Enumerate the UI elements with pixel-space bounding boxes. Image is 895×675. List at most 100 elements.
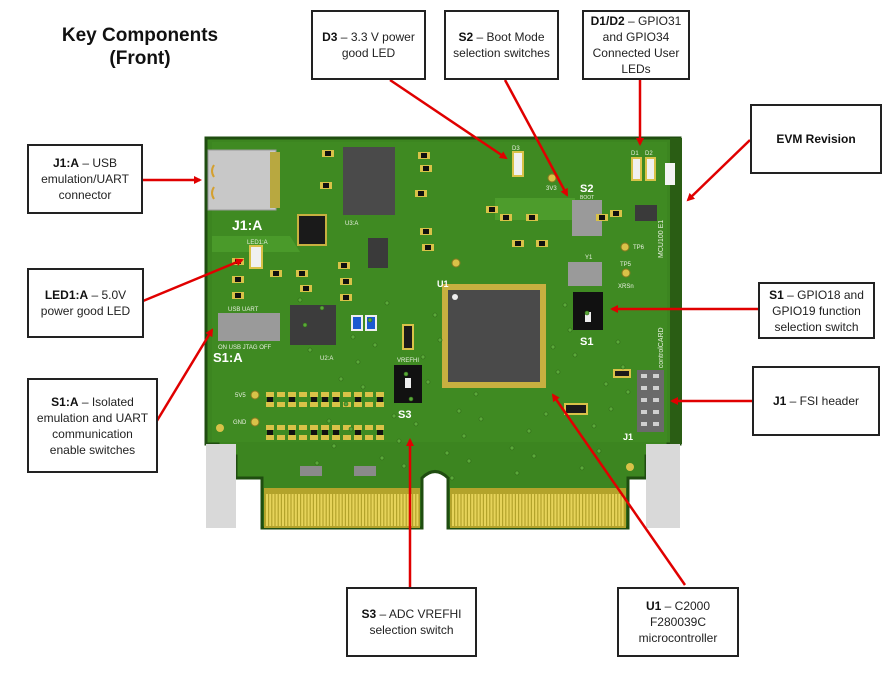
via xyxy=(550,344,556,350)
via xyxy=(360,384,366,390)
edge-finger xyxy=(416,494,419,526)
title-line-2: (Front) xyxy=(109,48,171,69)
edge-finger xyxy=(400,494,403,526)
pad xyxy=(365,435,373,440)
u1-microcontroller xyxy=(442,284,546,388)
led3a-component xyxy=(365,315,377,331)
edge-finger xyxy=(586,494,589,526)
edge-finger xyxy=(580,494,582,526)
smd-body xyxy=(325,151,331,156)
via xyxy=(591,423,597,429)
via xyxy=(478,416,484,422)
edge-finger xyxy=(496,494,499,526)
via xyxy=(432,312,438,318)
component-body xyxy=(333,397,339,402)
edge-finger xyxy=(266,494,268,526)
edge-finger xyxy=(554,494,557,526)
via xyxy=(425,379,431,385)
edge-finger xyxy=(342,494,345,526)
smd-body xyxy=(341,263,347,268)
edge-finger xyxy=(346,494,348,526)
diagram-title: Key Components (Front) xyxy=(40,24,240,70)
callout-u1-sep: – xyxy=(661,599,675,613)
via xyxy=(567,327,573,333)
edge-finger xyxy=(506,494,509,526)
edge-finger xyxy=(355,494,358,526)
d3-led xyxy=(512,151,524,177)
edge-finger xyxy=(310,494,313,526)
tp-3v3 xyxy=(547,173,557,183)
smd-body xyxy=(235,259,241,264)
s3-silk-label: S3 xyxy=(398,409,411,421)
s1-silk-label: S1 xyxy=(580,336,593,348)
smd-body xyxy=(423,229,429,234)
edge-finger xyxy=(378,494,380,526)
via xyxy=(509,445,515,451)
edge-finger xyxy=(544,494,547,526)
edge-finger xyxy=(548,494,550,526)
via xyxy=(401,463,407,469)
edge-finger xyxy=(291,494,294,526)
tp1 xyxy=(250,417,260,427)
pad xyxy=(277,425,285,430)
callout-d3-sep: – xyxy=(337,30,351,44)
vrefhi-silk: VREFHI xyxy=(397,358,419,364)
via xyxy=(543,411,549,417)
callout-s1: S1 – GPIO18 and GPIO19 function selectio… xyxy=(758,282,875,339)
edge-finger xyxy=(410,494,412,526)
edge-finger xyxy=(336,494,339,526)
via xyxy=(338,376,344,382)
edge-finger xyxy=(487,494,490,526)
tp3 xyxy=(451,258,461,268)
tp5-silk: TP5 xyxy=(620,262,632,268)
edge-finger xyxy=(455,494,458,526)
edge-finger xyxy=(615,494,618,526)
pad xyxy=(288,425,296,430)
pad xyxy=(354,392,362,397)
y1-silk: Y1 xyxy=(585,255,593,261)
edge-finger xyxy=(567,494,570,526)
mount-hole-left xyxy=(216,424,224,432)
edge-finger xyxy=(484,494,486,526)
via xyxy=(456,408,462,414)
edge-finger xyxy=(278,494,281,526)
edge-finger xyxy=(282,494,284,526)
pad xyxy=(343,425,351,430)
r5-resistor xyxy=(613,369,631,378)
via xyxy=(514,470,520,476)
pcb-edge-right xyxy=(670,138,682,444)
pcb-white-strip xyxy=(206,444,236,528)
edge-finger xyxy=(330,494,332,526)
callout-s3-key: S3 xyxy=(361,607,377,621)
pad xyxy=(277,435,285,440)
edge-finger xyxy=(490,494,493,526)
callout-led1a: LED1:A – 5.0V power good LED xyxy=(27,268,144,338)
smd-body xyxy=(503,215,509,220)
edge-finger xyxy=(358,494,361,526)
pad xyxy=(321,435,329,440)
smd-body xyxy=(323,183,329,188)
edge-finger xyxy=(464,494,467,526)
s1-slider xyxy=(585,312,591,322)
smd-body xyxy=(539,241,545,246)
via xyxy=(326,418,332,424)
smd-body xyxy=(515,241,521,246)
pad xyxy=(310,435,318,440)
y1-crystal xyxy=(568,262,602,286)
edge-finger xyxy=(285,494,288,526)
pad xyxy=(376,425,384,430)
callout-u1-key: U1 xyxy=(645,599,662,613)
edge-finger xyxy=(394,494,396,526)
d2-silk: D2 xyxy=(645,151,653,157)
component-body xyxy=(311,397,317,402)
edge-finger xyxy=(541,494,544,526)
revision-white-pad xyxy=(665,163,675,185)
pad xyxy=(277,392,285,397)
via xyxy=(449,475,455,481)
smd-body xyxy=(303,286,309,291)
title-line-1: Key Components xyxy=(61,25,219,46)
edge-finger xyxy=(452,494,454,526)
component-body xyxy=(377,397,383,402)
j1a-silk-label: J1:A xyxy=(232,217,262,233)
edge-finger xyxy=(468,494,470,526)
